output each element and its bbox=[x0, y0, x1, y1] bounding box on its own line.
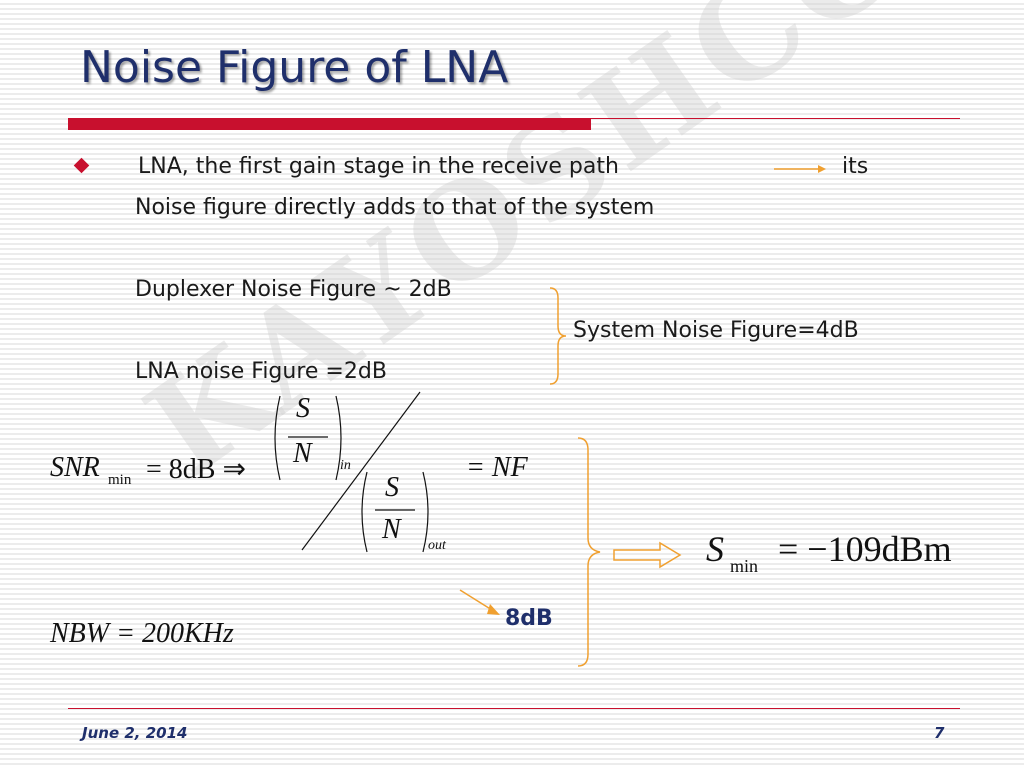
bullet-text-its: its bbox=[842, 154, 869, 179]
snr-min-subscript: min bbox=[108, 472, 132, 488]
smin-subscript: min bbox=[730, 556, 759, 576]
smin-symbol: S bbox=[706, 529, 724, 569]
frac-out-subscript: out bbox=[428, 538, 446, 553]
bullet-text-line1: LNA, the first gain stage in the receive… bbox=[138, 154, 619, 179]
slide-title: Noise Figure of LNA bbox=[80, 42, 509, 93]
callout-arrow-icon bbox=[459, 589, 500, 615]
duplexer-nf-text: Duplexer Noise Figure ~ 2dB bbox=[135, 277, 452, 302]
frac-in-numerator: S bbox=[296, 393, 310, 424]
diamond-bullet-icon bbox=[73, 157, 90, 174]
snr-symbol: SNR bbox=[50, 452, 100, 483]
frac-in-subscript: in bbox=[340, 458, 351, 473]
smin-value: = −109dBm bbox=[778, 529, 952, 569]
hollow-arrow-icon bbox=[613, 541, 682, 569]
system-nf-text: System Noise Figure=4dB bbox=[573, 318, 859, 343]
curly-brace-small bbox=[549, 287, 567, 385]
equals-nf: = NF bbox=[466, 452, 528, 483]
frac-out-denominator: N bbox=[382, 514, 401, 545]
frac-out-numerator: S bbox=[385, 472, 399, 503]
page-number: 7 bbox=[934, 724, 945, 742]
footer-divider bbox=[68, 708, 960, 709]
frac-in-denominator: N bbox=[293, 438, 312, 469]
snr-equals-8db: = 8dB ⇒ bbox=[146, 454, 246, 485]
snr-in-fraction bbox=[274, 395, 342, 481]
callout-8db-label: 8dB bbox=[505, 606, 553, 631]
division-slash bbox=[301, 391, 421, 551]
title-underline-line bbox=[591, 118, 960, 119]
lna-nf-text: LNA noise Figure =2dB bbox=[135, 359, 387, 384]
title-underline-bar bbox=[68, 118, 591, 130]
curly-brace-large bbox=[577, 437, 601, 667]
snr-out-fraction bbox=[361, 471, 429, 553]
bullet-text-line2: Noise figure directly adds to that of th… bbox=[135, 195, 655, 220]
nbw-equation: NBW = 200KHz bbox=[50, 618, 234, 649]
footer-date: June 2, 2014 bbox=[82, 724, 188, 742]
arrow-right-icon bbox=[774, 165, 826, 173]
